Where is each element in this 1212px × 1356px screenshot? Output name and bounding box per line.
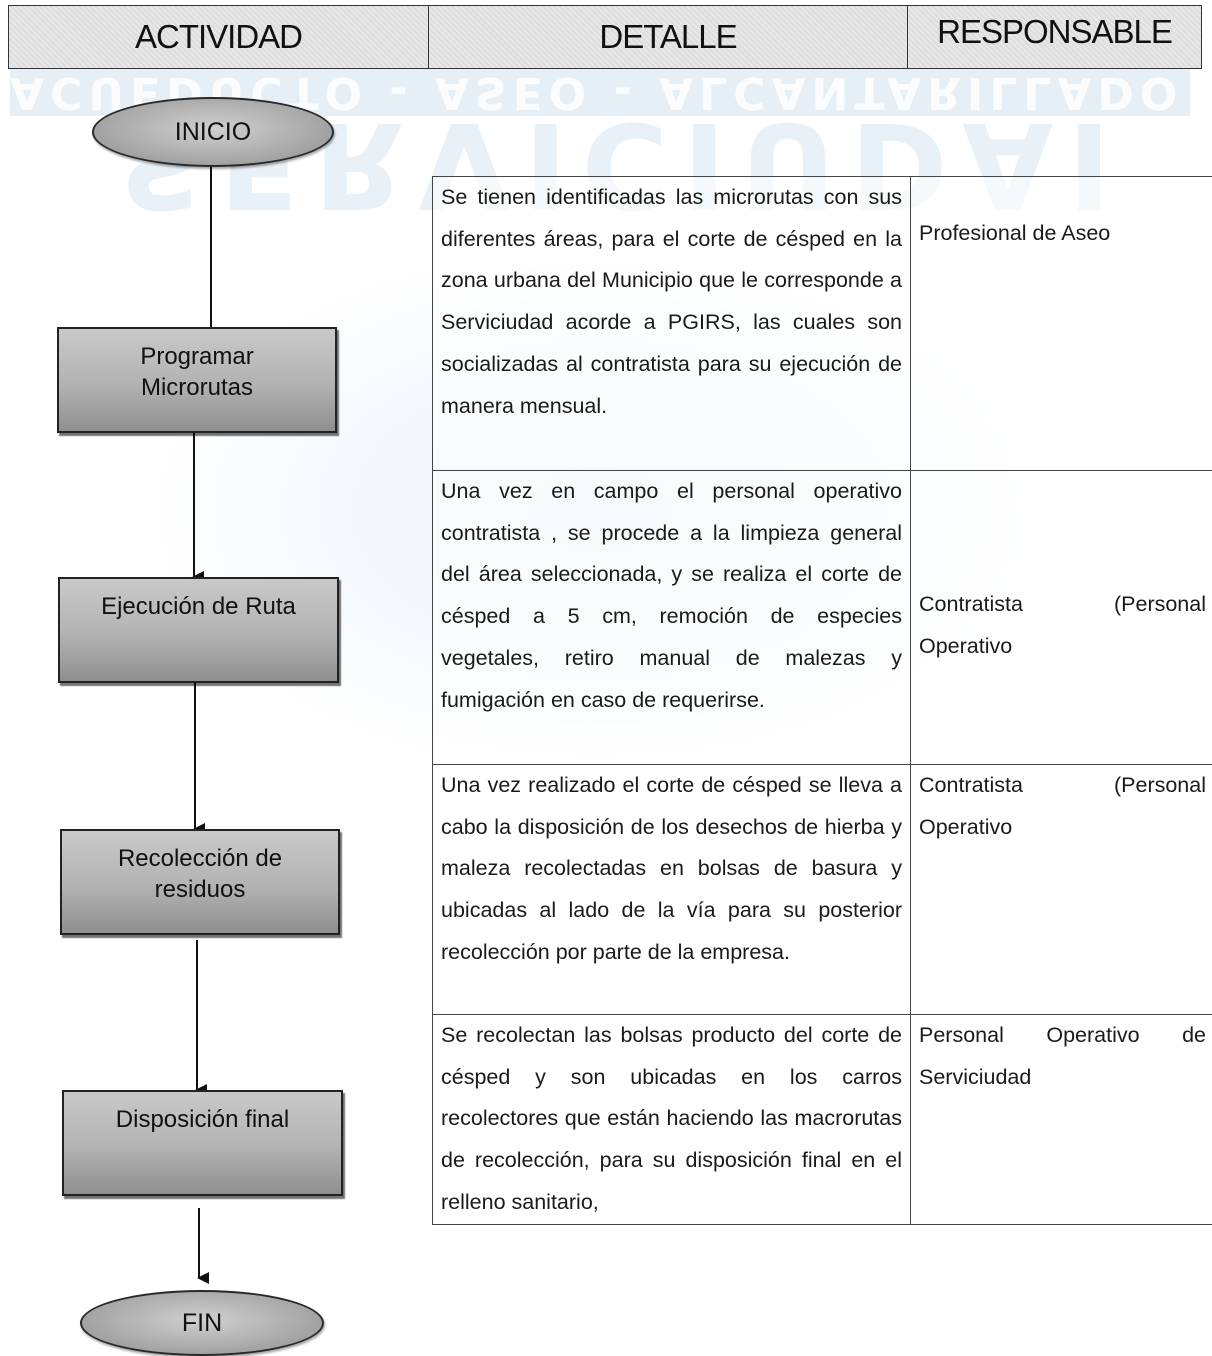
start-label: INICIO bbox=[175, 118, 251, 147]
step-label-line2: residuos bbox=[118, 874, 282, 905]
step-ejecucion-de-ruta: Ejecución de Ruta bbox=[58, 577, 339, 683]
responsable-cell: Contratista (Personal Operativo bbox=[911, 765, 1212, 1015]
detalle-cell: Una vez en campo el personal operativo c… bbox=[433, 471, 911, 765]
detalle-cell: Una vez realizado el corte de césped se … bbox=[433, 765, 911, 1015]
end-terminal: FIN bbox=[80, 1290, 324, 1356]
step-programar-microrutas: Programar Microrutas bbox=[57, 327, 337, 433]
step-label-line1: Recolección de bbox=[118, 843, 282, 874]
responsable-cell: Profesional de Aseo bbox=[911, 177, 1212, 471]
detalle-cell: Se tienen identificadas las microrutas c… bbox=[433, 177, 911, 471]
step-label-line1: Disposición final bbox=[116, 1104, 289, 1135]
detalle-cell: Se recolectan las bolsas producto del co… bbox=[433, 1015, 911, 1225]
step-recoleccion-de-residuos: Recolección de residuos bbox=[60, 829, 340, 935]
step-label-line2: Microrutas bbox=[140, 372, 253, 403]
responsable-cell: Contratista (Personal Operativo bbox=[911, 471, 1212, 765]
step-label-line1: Ejecución de Ruta bbox=[101, 591, 296, 622]
table-row: Una vez realizado el corte de césped se … bbox=[433, 765, 1212, 1015]
start-terminal: INICIO bbox=[92, 97, 334, 167]
table-row: Se tienen identificadas las microrutas c… bbox=[433, 177, 1212, 471]
table-row: Se recolectan las bolsas producto del co… bbox=[433, 1015, 1212, 1225]
table-row: Una vez en campo el personal operativo c… bbox=[433, 471, 1212, 765]
end-label: FIN bbox=[182, 1309, 222, 1338]
detail-table: Se tienen identificadas las microrutas c… bbox=[432, 176, 1212, 1225]
step-disposicion-final: Disposición final bbox=[62, 1090, 343, 1196]
responsable-cell: Personal Operativo de Serviciudad bbox=[911, 1015, 1212, 1225]
step-label-line1: Programar bbox=[140, 341, 253, 372]
